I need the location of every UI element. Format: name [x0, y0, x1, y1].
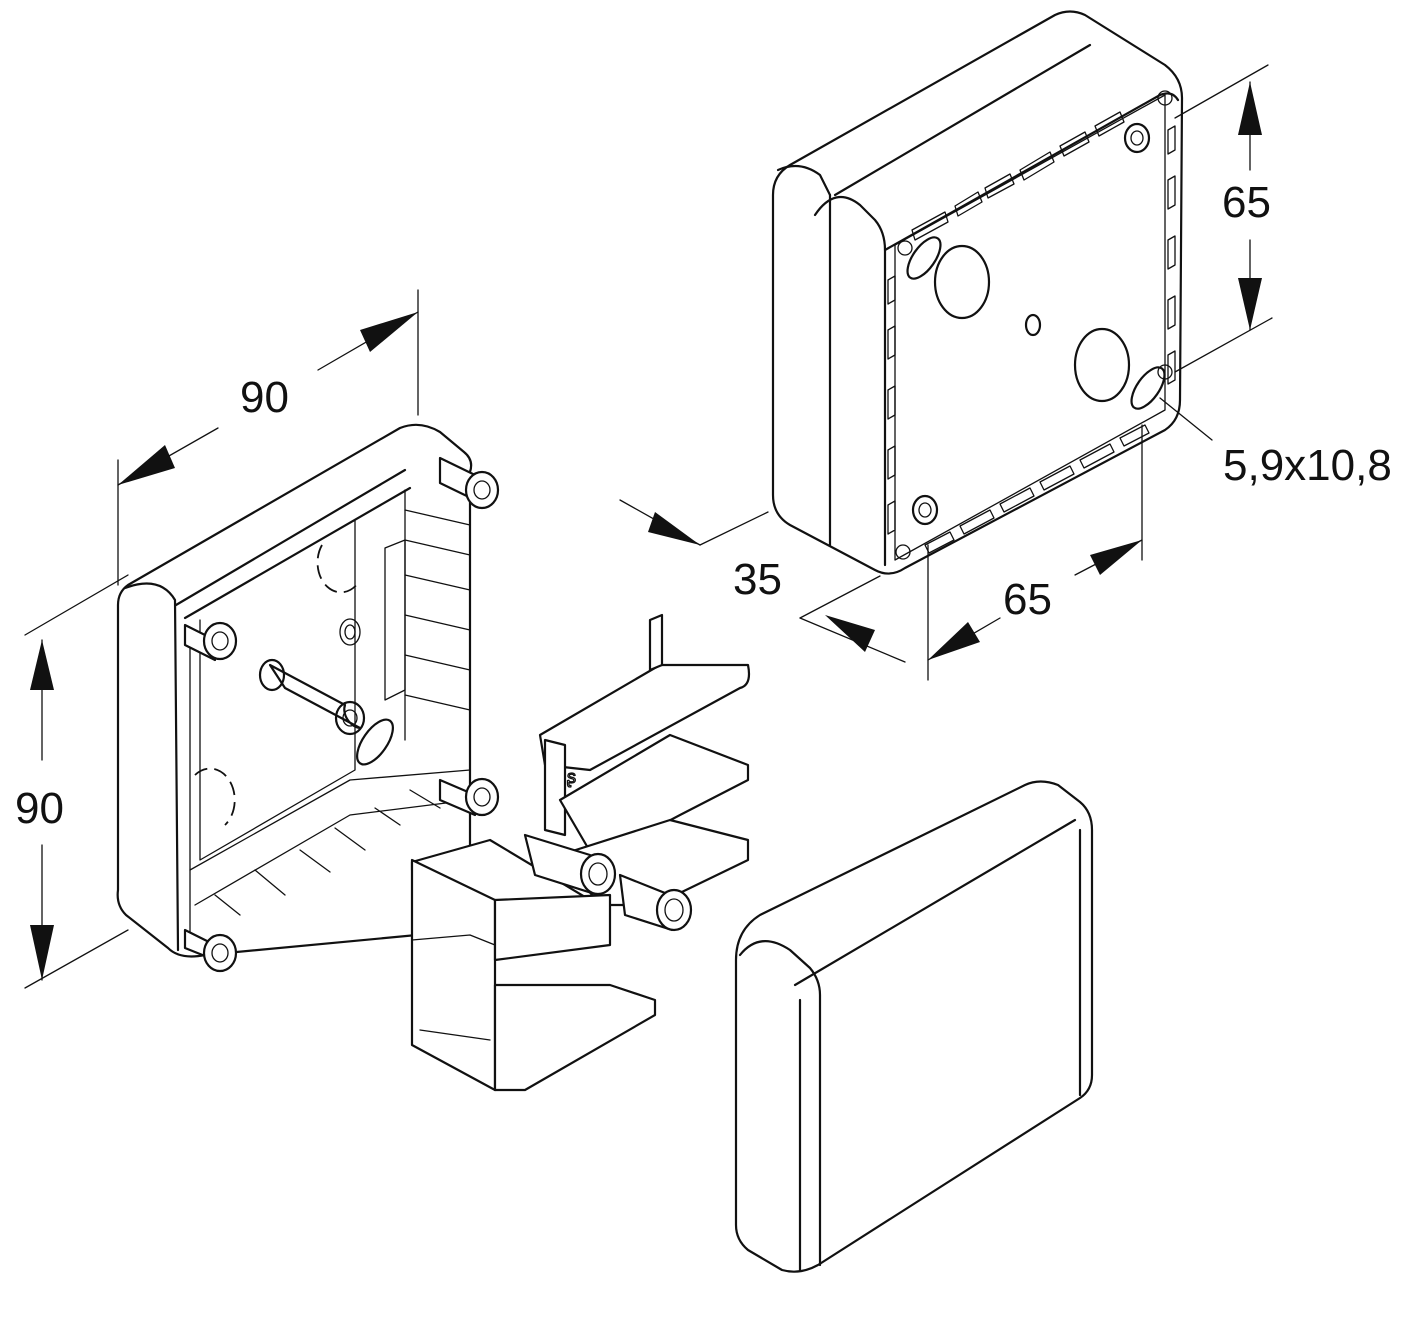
dimension-65-vertical: 65	[1174, 64, 1273, 373]
dim-label-width: 90	[240, 373, 289, 422]
corner-post	[438, 777, 500, 817]
corner-post	[183, 928, 238, 973]
dim-label-vertical-spacing: 65	[1222, 178, 1271, 227]
base-box-front-view	[116, 423, 500, 973]
dimension-90-width: 90	[117, 289, 419, 586]
dimension-slot-callout: 5,9x10,8	[1159, 397, 1392, 490]
dim-label-height: 90	[15, 784, 64, 833]
corner-adapter: ʂ	[410, 613, 751, 1092]
dim-label-horizontal-spacing: 65	[1003, 575, 1052, 624]
dimension-90-height: 90	[15, 574, 129, 989]
dimension-35-depth: 35	[619, 499, 906, 663]
dim-label-slot-size: 5,9x10,8	[1223, 441, 1392, 490]
logo-mark: ʂ	[567, 767, 576, 787]
corner-post	[438, 456, 500, 510]
dimension-65-horizontal: 65	[927, 424, 1143, 681]
dim-label-depth: 35	[733, 555, 782, 604]
cover-lid	[734, 780, 1094, 1273]
base-box-rear-view	[771, 10, 1184, 575]
corner-post	[183, 621, 238, 662]
